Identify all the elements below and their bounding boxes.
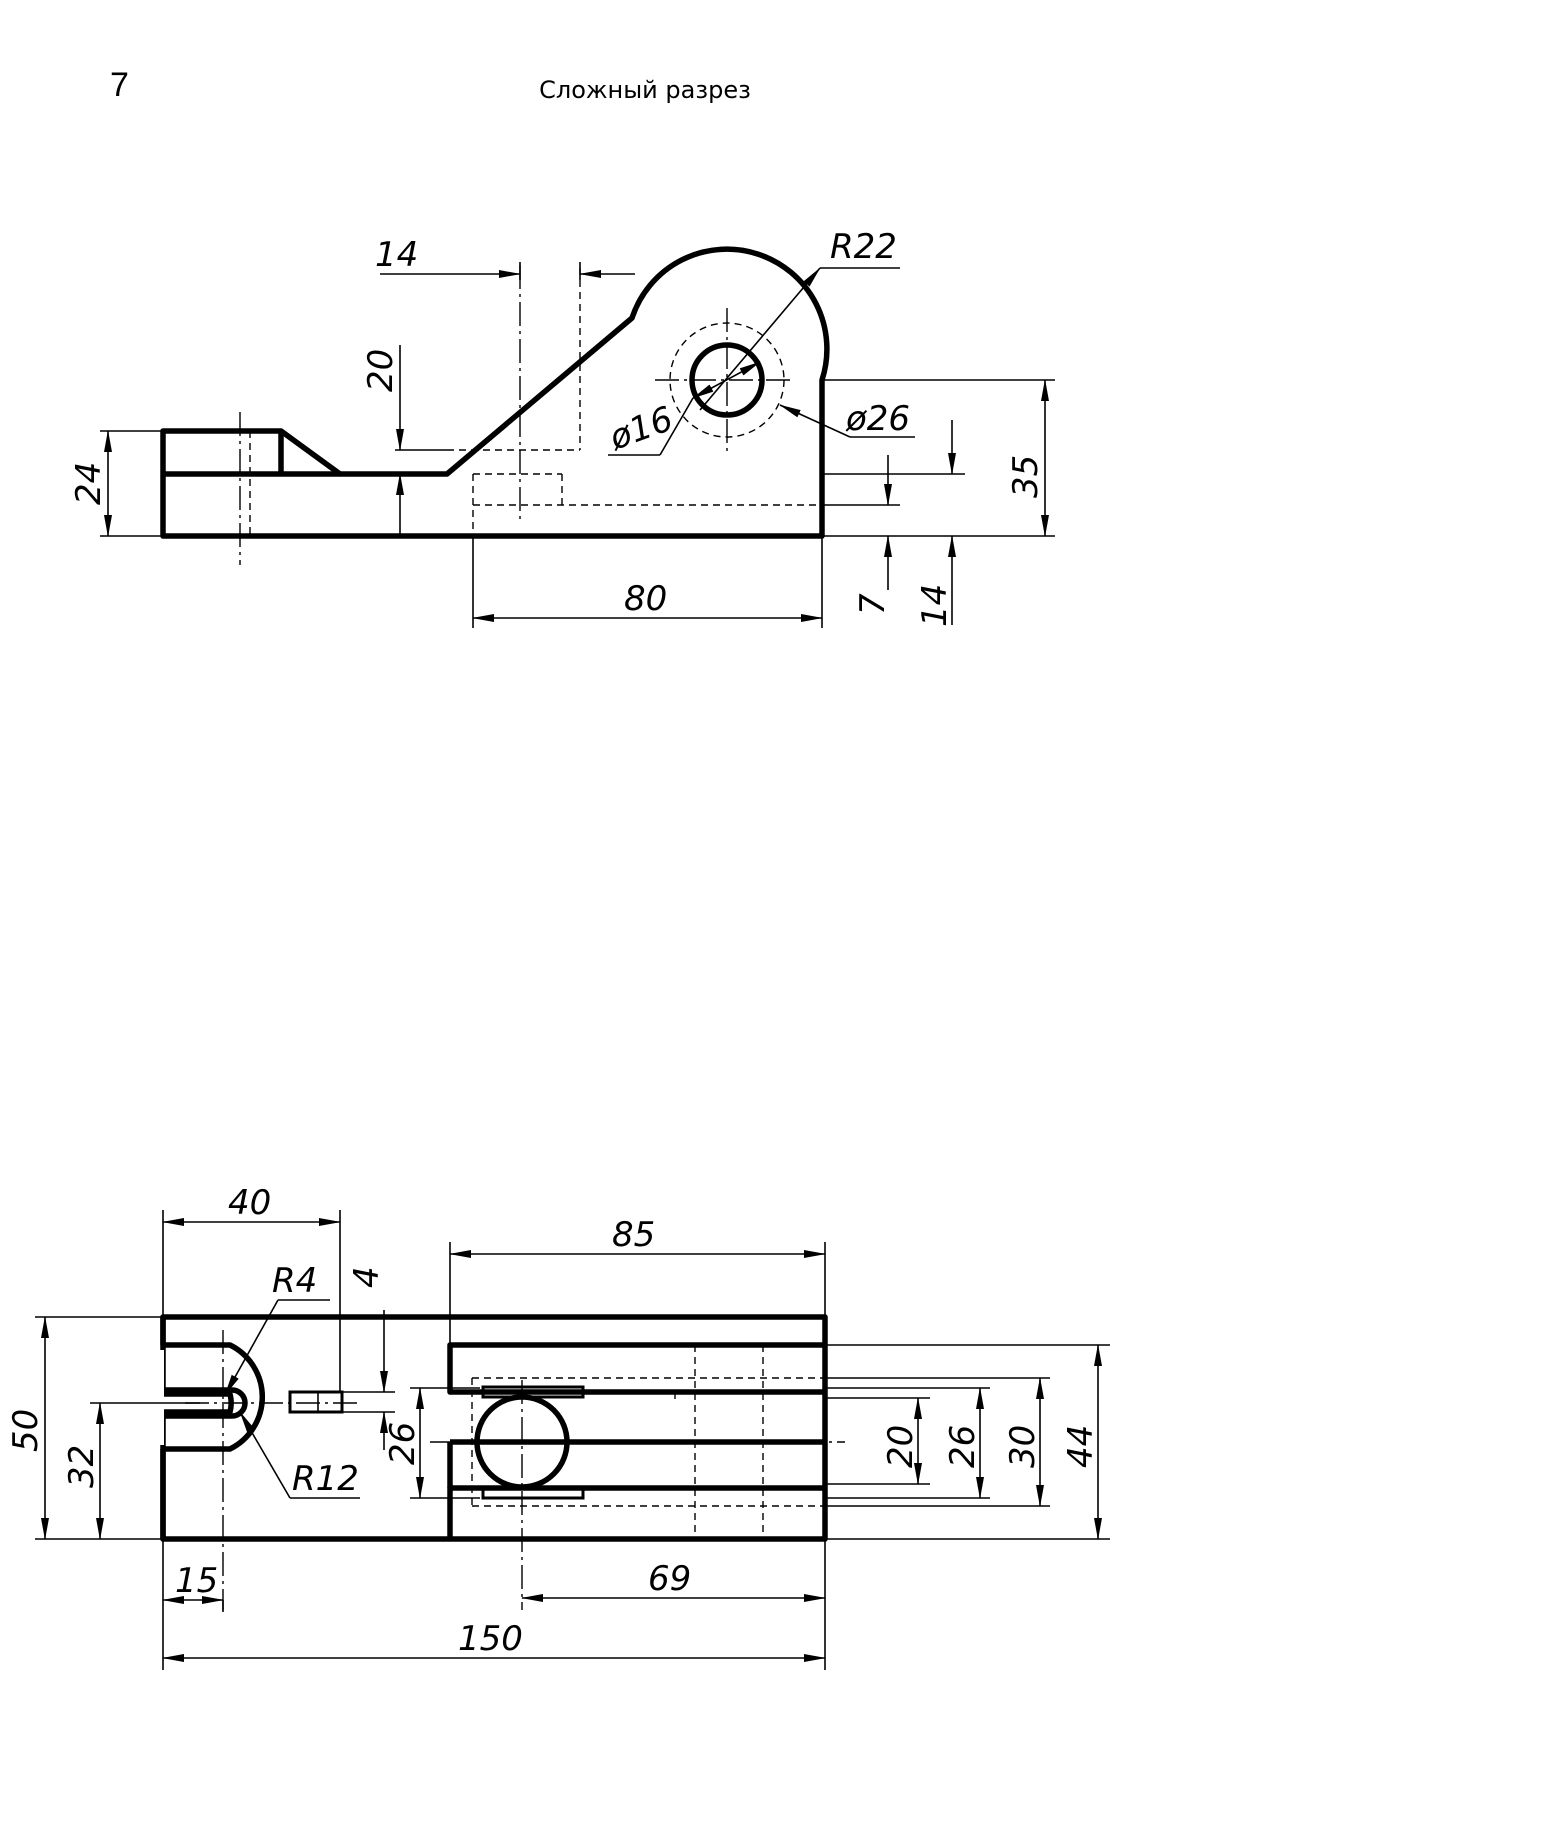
page-title: Сложный разрез <box>539 76 751 104</box>
dim-32: 32 <box>62 1445 102 1488</box>
dim-14-right: 14 <box>915 584 955 627</box>
front-view: 14 R22 20 24 ø16 ø26 35 80 <box>69 227 1055 628</box>
fork-slot <box>447 1342 825 1395</box>
dim-r4: R4 <box>272 1261 317 1301</box>
dim-44: 44 <box>1061 1425 1101 1468</box>
dim-15: 15 <box>175 1561 218 1601</box>
dim-26-left: 26 <box>383 1422 423 1465</box>
dim-24: 24 <box>69 462 109 505</box>
pin <box>288 1390 344 1414</box>
dim-20-top: 20 <box>881 1425 921 1468</box>
dim-150: 150 <box>458 1619 523 1659</box>
dim-20: 20 <box>361 349 401 392</box>
dim-r12: R12 <box>292 1459 359 1499</box>
dim-50: 50 <box>6 1409 46 1452</box>
dim-69: 69 <box>648 1559 691 1599</box>
top-view: 40 85 R4 4 50 32 R12 26 <box>6 1183 1110 1670</box>
dim-r22: R22 <box>830 227 897 267</box>
dim-dia26: ø26 <box>845 399 910 439</box>
dim-4: 4 <box>347 1266 387 1288</box>
page-number: 7 <box>110 66 129 104</box>
u-slot <box>163 1342 265 1452</box>
dim-26-right: 26 <box>943 1425 983 1468</box>
dim-dia16: ø16 <box>603 399 678 459</box>
dim-80: 80 <box>624 579 667 619</box>
dim-85: 85 <box>612 1215 655 1255</box>
dim-40: 40 <box>228 1183 271 1223</box>
dim-30: 30 <box>1003 1425 1043 1468</box>
dim-14-top: 14 <box>375 235 418 275</box>
dim-35: 35 <box>1006 455 1046 498</box>
dim-7: 7 <box>853 593 893 615</box>
front-outline <box>160 246 830 539</box>
